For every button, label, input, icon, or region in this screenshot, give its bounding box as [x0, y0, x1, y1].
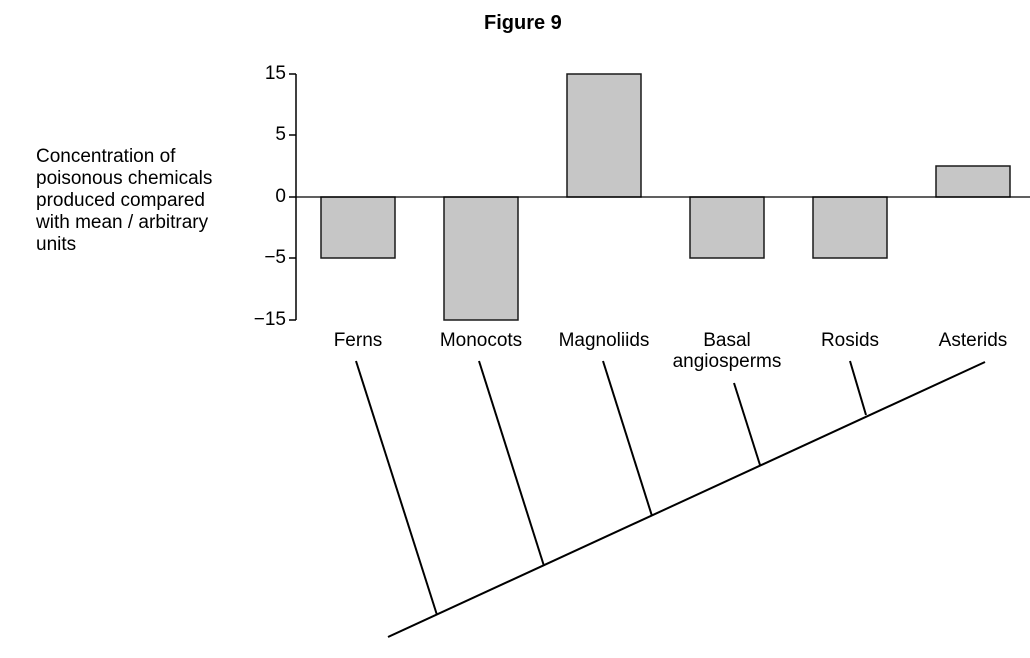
bar-ferns — [320, 196, 396, 259]
category-label-asterids: Asterids — [923, 330, 1023, 351]
category-label-ferns: Ferns — [308, 330, 408, 351]
y-axis-label-line: poisonous chemicals — [36, 168, 213, 189]
category-label-text: Ferns — [333, 330, 383, 351]
branch-rosids — [849, 360, 867, 416]
category-label-rosids: Rosids — [800, 330, 900, 351]
category-label-text: angiosperms — [672, 351, 782, 372]
y-tick-15: 15 — [264, 63, 286, 84]
category-label-text: Monocots — [439, 330, 523, 351]
y-axis-label-line: Concentration of — [36, 146, 176, 167]
y-axis-label-line: produced compared — [36, 190, 205, 211]
y-tick-5: 5 — [275, 124, 286, 145]
category-label-text: Asterids — [938, 330, 1008, 351]
category-label-monocots: Monocots — [421, 330, 541, 351]
branch-magnoliids — [602, 360, 653, 517]
category-label-text: Rosids — [820, 330, 880, 351]
bar-magnoliids — [566, 73, 642, 198]
category-label-text: Magnoliids — [558, 330, 650, 351]
y-tick-neg5: −5 — [264, 247, 286, 268]
figure-title-text: Figure 9 — [484, 12, 562, 34]
cladogram-trunk — [387, 361, 986, 638]
branch-basal-angiosperms — [733, 382, 761, 466]
y-axis-label: Concentration of poisonous chemicals pro… — [36, 146, 276, 256]
branch-monocots — [478, 360, 545, 567]
category-label-magnoliids: Magnoliids — [544, 330, 664, 351]
bar-rosids — [812, 196, 888, 259]
branch-ferns — [355, 360, 438, 616]
category-label-basal-angiosperms: Basal angiosperms — [667, 330, 787, 372]
bar-basal-angiosperms — [689, 196, 765, 259]
bar-asterids — [935, 165, 1011, 198]
y-axis-label-line: with mean / arbitrary — [36, 212, 209, 233]
y-tick-neg15: −15 — [253, 309, 286, 330]
category-label-text: Basal — [703, 330, 751, 351]
y-tick-0: 0 — [275, 186, 286, 207]
y-axis-label-line: units — [36, 234, 77, 255]
bar-monocots — [443, 196, 519, 321]
cladogram — [355, 360, 986, 638]
